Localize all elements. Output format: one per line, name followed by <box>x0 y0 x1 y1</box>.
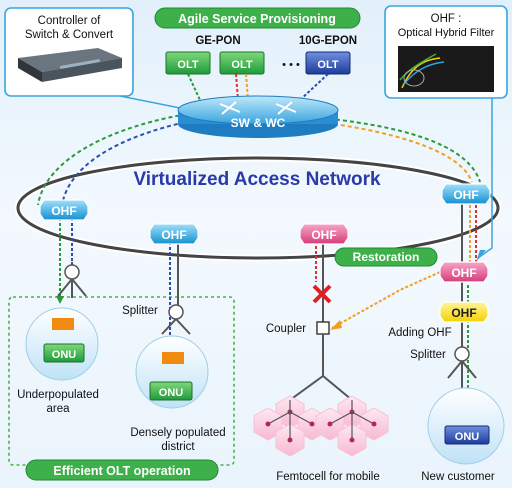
coupler-text: Coupler <box>266 323 306 335</box>
ohf-node-restoration: OHF <box>439 261 489 283</box>
ohf-node-mid-left: OHF <box>149 223 199 245</box>
ohf-midleft-label: OHF <box>161 228 186 242</box>
efficient-olt-banner: Efficient OLT operation <box>25 459 219 481</box>
fiber-ring <box>16 156 500 260</box>
olt-3: OLT <box>305 51 351 75</box>
caption-dense-1: Densely populated <box>130 427 225 439</box>
controller-box: Controller of Switch & Convert <box>4 7 134 97</box>
caption-dense-2: district <box>161 441 195 453</box>
tenge-epon-label: 10G-EPON <box>299 35 357 47</box>
caption-femtocell: Femtocell for mobile <box>276 471 380 483</box>
olt-2: OLT <box>219 51 265 75</box>
ge-pon-label: GE-PON <box>195 35 240 47</box>
efficient-olt-area <box>8 296 235 466</box>
ohf-info-pointer <box>477 98 493 259</box>
ohf-node-right-top: OHF <box>441 183 491 205</box>
restoration-arrow <box>330 320 342 330</box>
coupler-links <box>289 334 353 401</box>
network-title: Virtualized Access Network <box>133 169 381 190</box>
olt-1: OLT <box>165 51 211 75</box>
green-path-right <box>321 117 481 183</box>
controller-line2: Switch & Convert <box>25 29 114 41</box>
caption-underpopulated-2: area <box>46 403 70 415</box>
caption-underpopulated-1: Underpopulated <box>17 389 99 401</box>
sw-wc-label: SW & WC <box>231 116 286 130</box>
optical-filter-device-icon <box>398 46 494 92</box>
ohf-restoration-label: OHF <box>451 266 476 280</box>
splitter-right-text: Splitter <box>410 349 446 361</box>
ohf-left-label: OHF <box>51 204 76 218</box>
olt-2-link-red <box>235 73 239 101</box>
restoration-banner: Restoration <box>334 247 438 267</box>
agile-service-banner: Agile Service Provisioning <box>154 7 361 29</box>
ohf-info-box: OHF : Optical Hybrid Filter <box>384 5 508 99</box>
ohf-node-adding: OHF <box>439 301 489 323</box>
ohf-info-line2: Optical Hybrid Filter <box>398 27 495 39</box>
onu-1-label: ONU <box>52 349 77 361</box>
ohf-midright-label: OHF <box>311 228 336 242</box>
splitter-mid <box>161 304 191 335</box>
restoration-text: Restoration <box>353 250 420 264</box>
caption-new-customer: New customer <box>421 471 495 483</box>
onu-2-label: ONU <box>159 387 184 399</box>
olt-2-label: OLT <box>231 59 252 71</box>
adding-ohf-text: Adding OHF <box>388 327 451 339</box>
controller-line1: Controller of <box>38 15 101 27</box>
ohf-node-left: OHF <box>39 199 89 221</box>
onu-dense: ONU <box>135 335 209 409</box>
olt-3-label: OLT <box>317 59 338 71</box>
onu-3-label: ONU <box>455 431 480 443</box>
controller-device-icon <box>18 48 122 82</box>
splitter-right <box>447 346 477 379</box>
onu-underpopulated: ONU <box>25 307 99 381</box>
femtocell-cluster-right <box>315 395 389 457</box>
fault-x-icon <box>312 284 332 304</box>
ohf-righttop-label: OHF <box>453 188 478 202</box>
olt-1-link <box>187 73 201 101</box>
olt-3-link <box>299 73 329 101</box>
onu-new-customer: ONU <box>427 387 505 465</box>
olt-ellipsis: • • • <box>282 59 300 71</box>
coupler-icon <box>316 321 330 335</box>
ohf-node-mid-right: OHF <box>299 223 349 245</box>
femtocell-cluster-left <box>253 395 327 457</box>
ohf-info-arrowhead <box>476 250 486 262</box>
ohf-info-line1: OHF : <box>431 13 462 25</box>
orange-path-right <box>319 121 473 183</box>
splitter-left <box>57 264 87 297</box>
sw-wc-switch: SW & WC <box>177 95 339 138</box>
restoration-path <box>331 271 441 329</box>
efficient-olt-text: Efficient OLT operation <box>53 464 190 478</box>
left-branch-arrow <box>56 296 64 304</box>
agile-service-text: Agile Service Provisioning <box>178 12 336 26</box>
ohf-adding-label: OHF <box>451 306 476 320</box>
splitter-mid-text: Splitter <box>122 305 158 317</box>
olt-1-label: OLT <box>177 59 198 71</box>
